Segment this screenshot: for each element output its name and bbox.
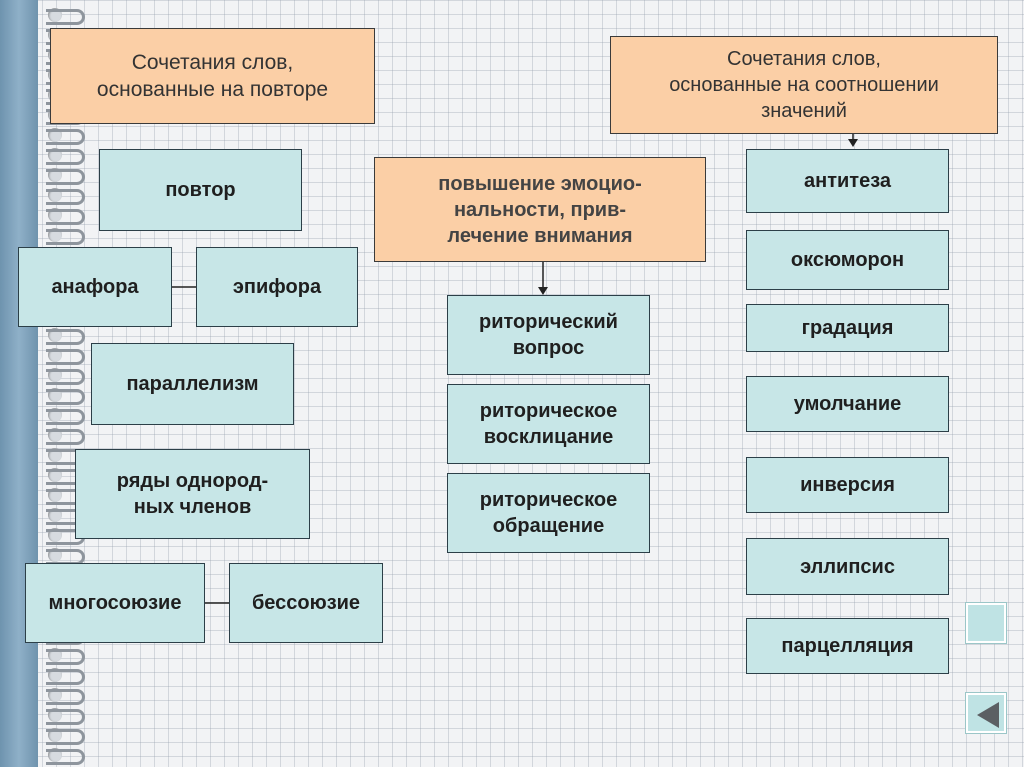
- ryady-box: ряды однород- ных членов: [75, 449, 310, 539]
- right-group-header-text: Сочетания слов, основанные на соотношени…: [669, 46, 939, 124]
- oksyumoron-box: оксюморон: [746, 230, 949, 290]
- partsellyatsiya-text: парцелляция: [781, 633, 913, 659]
- bessoyuzie-text: бессоюзие: [252, 590, 360, 616]
- antiteza-text: антитеза: [804, 168, 891, 194]
- left-group-header-text: Сочетания слов, основанные на повторе: [97, 49, 328, 104]
- ritoricheskoe-obrashchenie-text: риторическое обращение: [480, 487, 617, 539]
- left-group-header: Сочетания слов, основанные на повторе: [50, 28, 375, 124]
- ellipsis-box: эллипсис: [746, 538, 949, 595]
- ryady-text: ряды однород- ных членов: [117, 468, 268, 520]
- partsellyatsiya-box: парцелляция: [746, 618, 949, 674]
- ritoricheskoe-vosklitsanie-text: риторическое восклицание: [480, 398, 617, 450]
- epifora-box: эпифора: [196, 247, 358, 327]
- ritoricheskiy-vopros-text: риторический вопрос: [479, 309, 618, 361]
- parallelizm-box: параллелизм: [91, 343, 294, 425]
- epifora-text: эпифора: [233, 274, 321, 300]
- parallelizm-text: параллелизм: [126, 371, 258, 397]
- mnogosoyuzie-box: многосоюзие: [25, 563, 205, 643]
- back-nav-button[interactable]: [966, 693, 1006, 733]
- umolchanie-text: умолчание: [794, 391, 902, 417]
- middle-group-header-text: повышение эмоцио- нальности, прив- лечен…: [438, 171, 642, 249]
- inversiya-box: инверсия: [746, 457, 949, 513]
- ritoricheskiy-vopros-box: риторический вопрос: [447, 295, 650, 375]
- mid-header-arrow-head: [538, 287, 548, 295]
- anafora-box: анафора: [18, 247, 172, 327]
- antiteza-box: антитеза: [746, 149, 949, 213]
- mnogosoyuzie-text: многосоюзие: [49, 590, 182, 616]
- gradatsiya-box: градация: [746, 304, 949, 352]
- umolchanie-box: умолчание: [746, 376, 949, 432]
- bessoyuzie-box: бессоюзие: [229, 563, 383, 643]
- right-header-arrow-head: [848, 139, 858, 147]
- back-arrow-icon: [977, 702, 999, 728]
- blank-nav-button[interactable]: [966, 603, 1006, 643]
- ritoricheskoe-vosklitsanie-box: риторическое восклицание: [447, 384, 650, 464]
- oksyumoron-text: оксюморон: [791, 247, 904, 273]
- gradatsiya-text: градация: [802, 315, 894, 341]
- povtor-box: повтор: [99, 149, 302, 231]
- ritoricheskoe-obrashchenie-box: риторическое обращение: [447, 473, 650, 553]
- povtor-text: повтор: [165, 177, 235, 203]
- right-group-header: Сочетания слов, основанные на соотношени…: [610, 36, 998, 134]
- inversiya-text: инверсия: [800, 472, 895, 498]
- ellipsis-text: эллипсис: [800, 554, 895, 580]
- anafora-text: анафора: [51, 274, 138, 300]
- middle-group-header: повышение эмоцио- нальности, прив- лечен…: [374, 157, 706, 262]
